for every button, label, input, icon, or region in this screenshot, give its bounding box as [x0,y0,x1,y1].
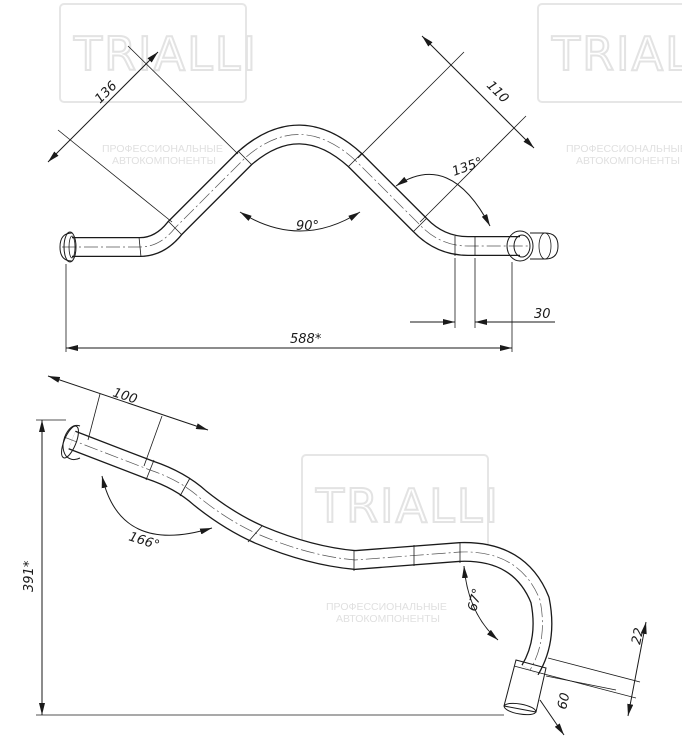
dim-135-label: 135° [450,155,485,180]
dim-588-label: 588* [290,332,322,347]
watermark-line1-text: ПРОФЕССИОНАЛЬНЫЕ [566,143,682,155]
watermark-top-right: TRIALLI ПРОФЕССИОНАЛЬНЫЕ АВТОКОМПОНЕНТЫ [537,3,682,167]
dim-110-label: 110 [483,78,511,106]
bottom-pipe-centerline [63,436,543,671]
dim-90-label: 90° [296,219,319,234]
watermark-line2-text: АВТОКОМПОНЕНТЫ [576,155,680,167]
top-pipe-centerline [62,134,530,248]
dim-391-label: 391* [22,560,37,592]
dim-22-label: 22 [629,627,647,646]
dim-30-label: 30 [534,307,551,322]
watermark-line1-text: ПРОФЕССИОНАЛЬНЫЕ [102,143,223,155]
watermark-line1-text: ПРОФЕССИОНАЛЬНЫЕ [326,601,447,613]
watermark-center: TRIALLI ПРОФЕССИОНАЛЬНЫЕ АВТОКОМПОНЕНТЫ [301,454,500,625]
watermark-top-left: TRIALLI ПРОФЕССИОНАЛЬНЫЕ АВТОКОМПОНЕНТЫ [59,3,258,167]
watermark-line2-text: АВТОКОМПОНЕНТЫ [112,155,216,167]
top-view: 136 110 135° 90° 30 588* [47,35,559,352]
dim-67-label: 67° [465,587,485,613]
dim-60-label: 60 [555,692,573,711]
dim-166-label: 166° [127,530,161,554]
top-outlet-ring [506,230,534,262]
watermark-brand-text: TRIALLI [551,27,682,81]
watermark-brand-text: TRIALLI [73,27,258,81]
watermark-brand-text: TRIALLI [315,479,500,533]
top-inlet-flange [59,232,73,262]
watermark-line2-text: АВТОКОМПОНЕНТЫ [336,613,440,625]
dim-100-label: 100 [111,386,139,408]
bottom-view: 100 166° 391* 67° 22 60 [22,375,647,736]
